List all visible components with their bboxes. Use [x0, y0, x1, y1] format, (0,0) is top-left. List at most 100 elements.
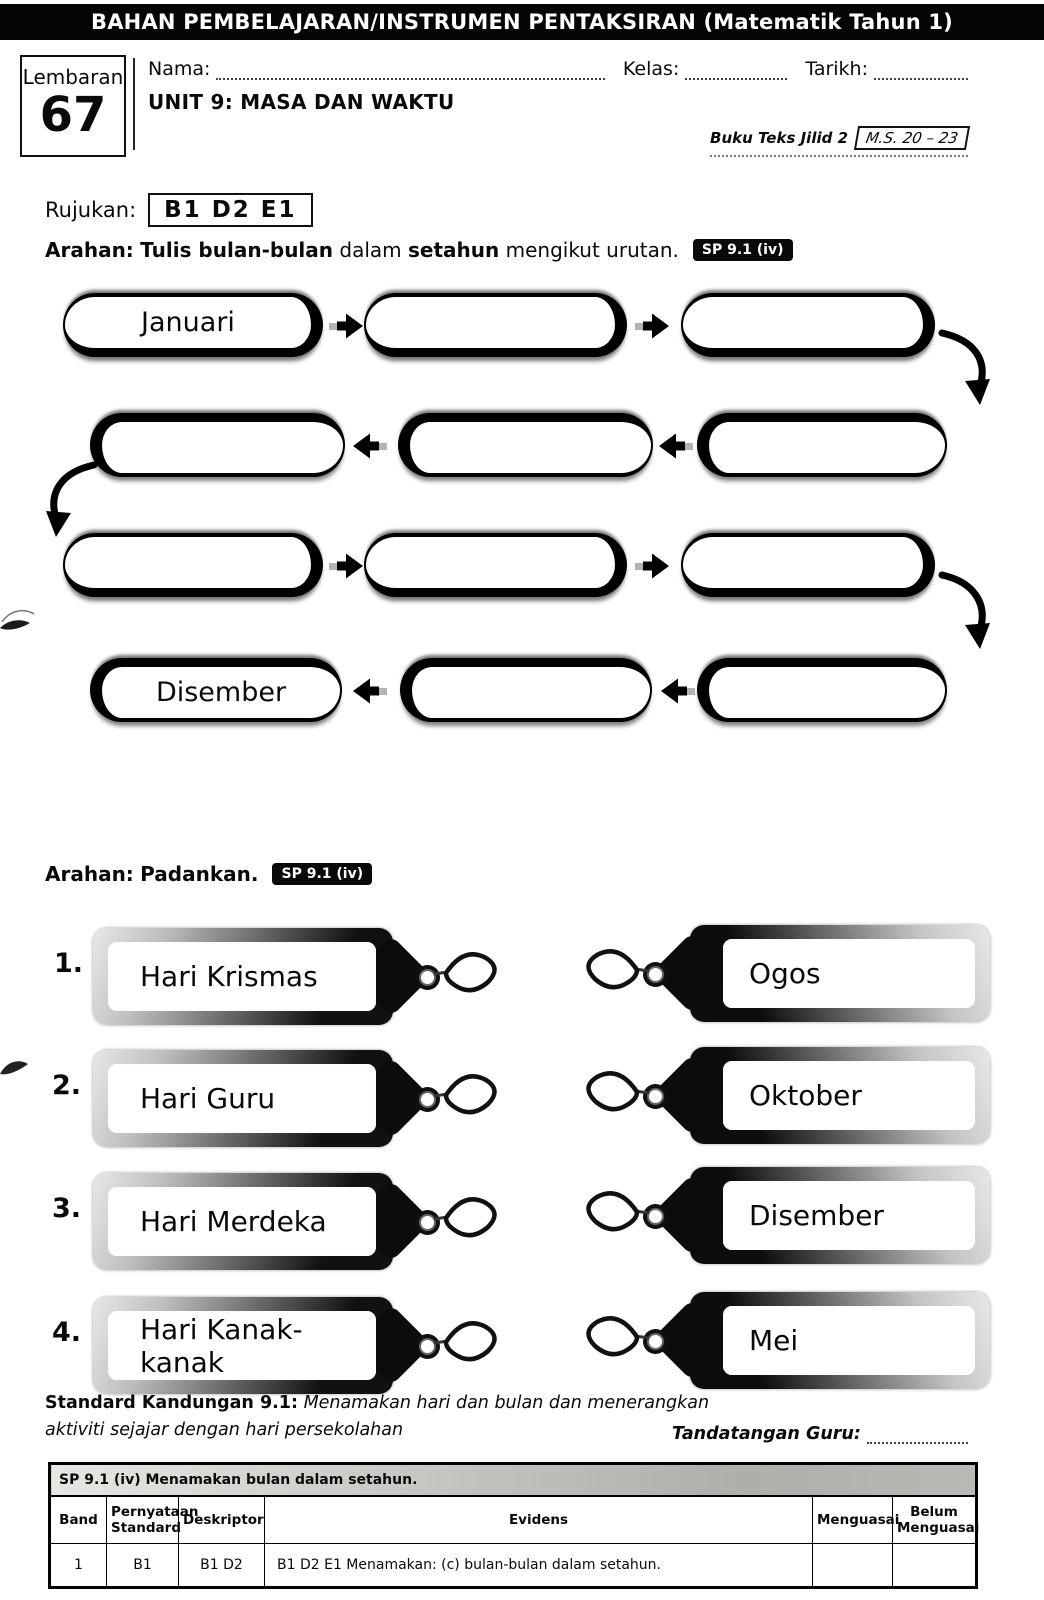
- match-left-tag-2[interactable]: Hari Guru: [93, 1050, 497, 1147]
- match-left-tag-1[interactable]: Hari Krismas: [93, 928, 497, 1025]
- match-right-tag-2[interactable]: Oktober: [586, 1047, 990, 1144]
- book-label: Buku Teks Jilid 2: [710, 129, 849, 147]
- arrow-right-icon: [635, 553, 669, 579]
- tag-string-icon: [586, 1191, 650, 1232]
- unit-title: UNIT 9: MASA DAN WAKTU: [148, 90, 455, 114]
- arrow-right-icon: [329, 313, 363, 339]
- textbook-reference: Buku Teks Jilid 2 M.S. 20 – 23: [710, 126, 971, 157]
- col-belum-menguasai: Belum Menguasai: [892, 1495, 979, 1544]
- match-left-tag-4[interactable]: Hari Kanak-kanak: [93, 1297, 497, 1394]
- tag-label: Hari Guru: [108, 1064, 376, 1133]
- match-number-1: 1.: [54, 948, 84, 979]
- month-slot-11[interactable]: [400, 658, 652, 722]
- month-slot-6[interactable]: [90, 413, 345, 477]
- teacher-signature-row: Tandatangan Guru:: [672, 1424, 968, 1444]
- tag-grommet-icon: [419, 969, 436, 986]
- instruction-sequence: Arahan: Tulis bulan-bulan dalam setahun …: [45, 238, 793, 262]
- tag-string-icon: [433, 1321, 497, 1362]
- date-label: Tarikh:: [805, 58, 868, 80]
- month-slot-1: Januari: [63, 293, 323, 357]
- arrow-left-icon: [353, 433, 387, 459]
- date-field[interactable]: [874, 58, 968, 80]
- tag-grommet-icon: [647, 966, 664, 983]
- col-menguasai: Menguasai: [812, 1495, 899, 1544]
- tag-label: Ogos: [723, 939, 975, 1008]
- reference-label: Rujukan:: [45, 198, 137, 222]
- match-right-tag-3[interactable]: Disember: [586, 1167, 990, 1264]
- arrow-left-icon: [353, 678, 387, 704]
- signature-field[interactable]: [866, 1424, 968, 1444]
- cell-band: 1: [49, 1543, 107, 1588]
- content-standard-line1: Standard Kandungan 9.1: Menamakan hari d…: [45, 1393, 710, 1413]
- name-field[interactable]: [216, 58, 605, 80]
- tag-string-icon: [586, 949, 650, 990]
- tag-label: Hari Kanak-kanak: [108, 1311, 376, 1380]
- match-number-3: 3.: [52, 1193, 82, 1224]
- arrow-right-icon: [635, 313, 669, 339]
- match-number-2: 2.: [52, 1070, 82, 1101]
- scan-artifact: [0, 1061, 28, 1075]
- sp-badge: SP 9.1 (iv): [692, 239, 793, 261]
- match-right-tag-4[interactable]: Mei: [586, 1292, 990, 1389]
- header-divider: [133, 58, 135, 150]
- col-band: Band: [49, 1495, 107, 1544]
- tag-grommet-icon: [647, 1208, 664, 1225]
- scan-artifact: [0, 609, 35, 630]
- tag-label: Mei: [723, 1306, 975, 1375]
- reference-row: Rujukan: B1 D2 E1: [45, 193, 313, 227]
- tag-label: Hari Merdeka: [108, 1187, 376, 1256]
- class-field[interactable]: [685, 58, 788, 80]
- tag-string-icon: [433, 1197, 497, 1238]
- tag-label: Disember: [723, 1181, 975, 1250]
- sheet-number-box: Lembaran 67: [20, 55, 126, 157]
- tag-string-icon: [586, 1316, 650, 1357]
- arrow-right-icon: [329, 553, 363, 579]
- tag-grommet-icon: [647, 1333, 664, 1350]
- name-label: Nama:: [148, 58, 211, 80]
- curved-arrow-down-icon: [46, 461, 98, 537]
- curved-arrow-down-icon: [938, 571, 990, 649]
- page-range-box: M.S. 20 – 23: [853, 126, 971, 150]
- tag-grommet-icon: [419, 1338, 436, 1355]
- cell-evidens: B1 D2 E1 Menamakan: (c) bulan-bulan dala…: [264, 1543, 813, 1588]
- content-standard-label: Standard Kandungan 9.1:: [45, 1393, 298, 1413]
- table-caption: SP 9.1 (iv) Menamakan bulan dalam setahu…: [49, 1463, 977, 1497]
- month-slot-3[interactable]: [681, 293, 935, 357]
- tag-grommet-icon: [647, 1088, 664, 1105]
- sp-badge: SP 9.1 (iv): [272, 863, 373, 885]
- month-slot-12: Disember: [90, 658, 342, 722]
- banner-title: BAHAN PEMBELAJARAN/INSTRUMEN PENTAKSIRAN…: [91, 10, 953, 34]
- content-standard-line2: aktiviti sejajar dengan hari persekolaha…: [45, 1420, 404, 1440]
- match-number-4: 4.: [52, 1317, 82, 1348]
- page-banner: BAHAN PEMBELAJARAN/INSTRUMEN PENTAKSIRAN…: [0, 4, 1044, 40]
- curved-arrow-down-icon: [938, 329, 990, 405]
- cell-belum-menguasai-checkbox[interactable]: [892, 1543, 977, 1588]
- signature-label: Tandatangan Guru:: [672, 1424, 861, 1444]
- match-right-tag-1[interactable]: Ogos: [586, 925, 990, 1022]
- month-slot-2[interactable]: [364, 293, 627, 357]
- match-left-tag-3[interactable]: Hari Merdeka: [93, 1173, 497, 1270]
- arrow-left-icon: [661, 678, 695, 704]
- instruction-match: Arahan: Padankan. SP 9.1 (iv): [45, 862, 373, 886]
- tag-string-icon: [433, 952, 497, 993]
- month-slot-5[interactable]: [398, 413, 653, 477]
- reference-code: B1 D2 E1: [148, 193, 313, 227]
- month-slot-7[interactable]: [63, 533, 323, 597]
- month-slot-9[interactable]: [681, 533, 935, 597]
- col-deskriptor: Deskriptor: [178, 1495, 265, 1544]
- sheet-number: 67: [39, 87, 107, 143]
- month-slot-10[interactable]: [697, 658, 947, 722]
- tag-grommet-icon: [419, 1214, 436, 1231]
- tag-string-icon: [433, 1074, 497, 1115]
- instruction-label: Arahan:: [45, 862, 134, 886]
- month-slot-4[interactable]: [697, 413, 947, 477]
- tag-label: Oktober: [723, 1061, 975, 1130]
- assessment-table: SP 9.1 (iv) Menamakan bulan dalam setahu…: [48, 1462, 979, 1589]
- cell-menguasai-checkbox[interactable]: [812, 1543, 893, 1588]
- student-info-row: Nama: Kelas: Tarikh:: [148, 58, 968, 80]
- col-evidens: Evidens: [264, 1495, 813, 1544]
- col-pernyataan: Pernyataan Standard: [106, 1495, 199, 1544]
- month-slot-8[interactable]: [364, 533, 627, 597]
- tag-grommet-icon: [419, 1091, 436, 1108]
- sheet-label: Lembaran: [22, 65, 124, 89]
